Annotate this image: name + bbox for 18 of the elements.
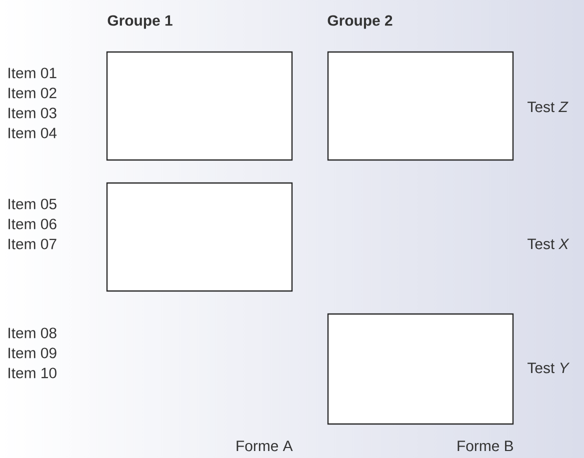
column-heading: Groupe 2	[328, 15, 392, 29]
row-label: Item 01	[8, 68, 56, 78]
row-label: Item 02	[8, 88, 56, 98]
column-footer: Forme B	[458, 440, 513, 452]
row-label: Item 09	[8, 348, 56, 358]
row-label: Item 03	[8, 108, 56, 118]
row-label: Item 07	[8, 238, 56, 250]
row-label: Item 10	[8, 368, 56, 378]
row-label: Item 04	[8, 128, 57, 138]
empty-box	[327, 51, 514, 161]
empty-box	[106, 182, 293, 292]
row-label: Item 05	[8, 198, 56, 210]
empty-box	[327, 313, 514, 425]
column-footer: Forme A	[236, 440, 293, 452]
row-label: Item 08	[8, 328, 56, 338]
empty-box	[106, 51, 293, 161]
row-label: Item 06	[8, 218, 56, 230]
row-label: Test X	[528, 238, 570, 250]
